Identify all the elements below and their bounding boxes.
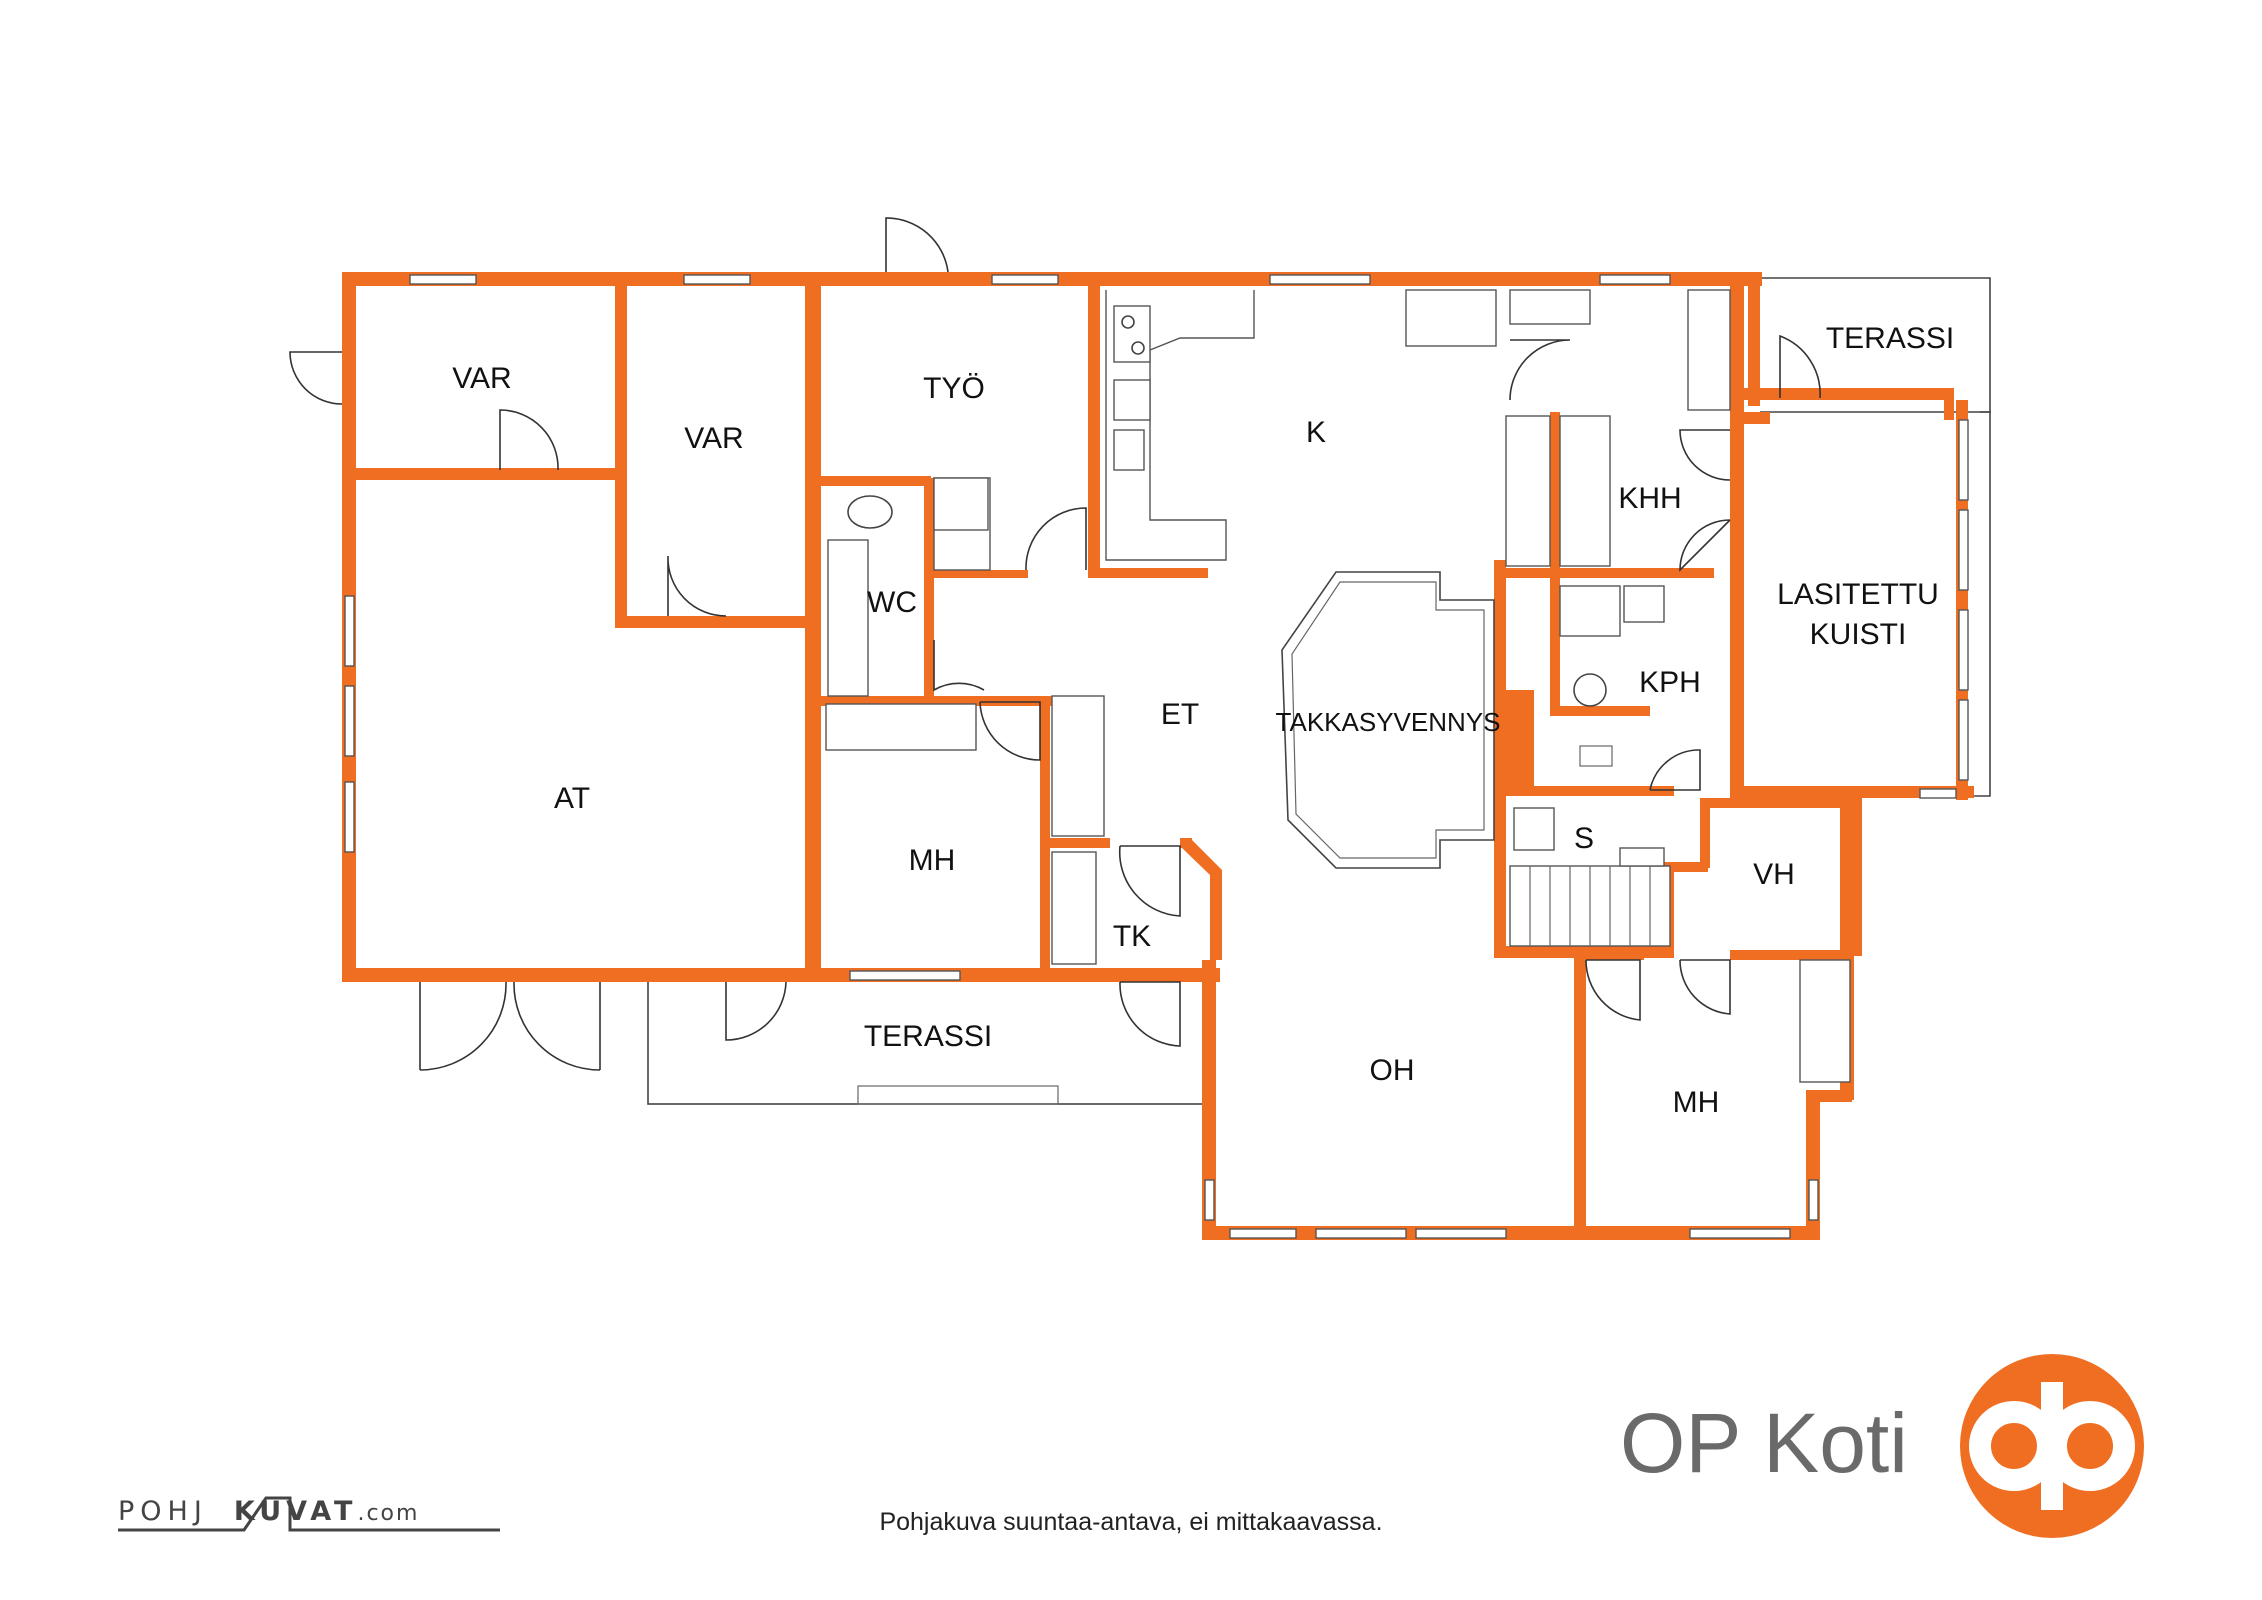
- room-label-var: VAR: [684, 422, 743, 455]
- room-label-tyo: TYÖ: [923, 372, 985, 405]
- pohjakuvat-logo-part3: .com: [357, 1501, 420, 1526]
- fixtures: [825, 289, 1851, 1083]
- pohjakuvat-logo: POHJ KUVAT.com: [118, 1496, 419, 1527]
- walls: [342, 272, 1974, 1240]
- stairs-treads: [1529, 866, 1651, 946]
- porch-outline: [1964, 411, 1991, 797]
- room-label-kuisti: KUISTI: [1810, 618, 1907, 651]
- room-label-khh: KHH: [1618, 482, 1681, 515]
- disclaimer-caption: Pohjakuva suuntaa-antava, ei mittakaavas…: [879, 1508, 1383, 1536]
- room-label-terassi: TERASSI: [1826, 322, 1954, 355]
- pohjakuvat-logo-frame: [118, 1496, 500, 1532]
- pohjakuvat-logo-part1: POHJ: [118, 1496, 208, 1527]
- room-label-lasitettu: LASITETTU: [1777, 578, 1939, 611]
- op-logo-icon: [1960, 1354, 2144, 1538]
- room-label-at: AT: [554, 782, 590, 815]
- room-label-takkasyvennys: TAKKASYVENNYS: [1276, 707, 1501, 737]
- room-label-k: K: [1306, 416, 1326, 449]
- room-label-s: S: [1574, 822, 1594, 855]
- room-label-kph: KPH: [1639, 666, 1701, 699]
- room-label-terassi: TERASSI: [864, 1020, 992, 1053]
- windows: [344, 274, 1969, 1239]
- room-labels: VAR VAR TYÖ K KHH TERASSI LASITETTU KUIS…: [452, 322, 1954, 1119]
- room-label-mh: MH: [1673, 1086, 1720, 1119]
- pohjakuvat-logo-part2: KUVAT: [233, 1496, 358, 1527]
- room-label-vh: VH: [1753, 858, 1795, 891]
- doors: [289, 217, 1821, 1071]
- room-label-wc: WC: [867, 586, 917, 619]
- room-label-mh: MH: [909, 844, 956, 877]
- room-label-var: VAR: [452, 362, 511, 395]
- room-label-tk: TK: [1113, 920, 1151, 953]
- room-label-et: ET: [1161, 698, 1199, 731]
- terrace-step: [857, 1085, 1059, 1105]
- brand-name: OP Koti: [1620, 1396, 1908, 1490]
- room-label-oh: OH: [1370, 1054, 1415, 1087]
- ne-terrace-outline: [1760, 277, 1991, 413]
